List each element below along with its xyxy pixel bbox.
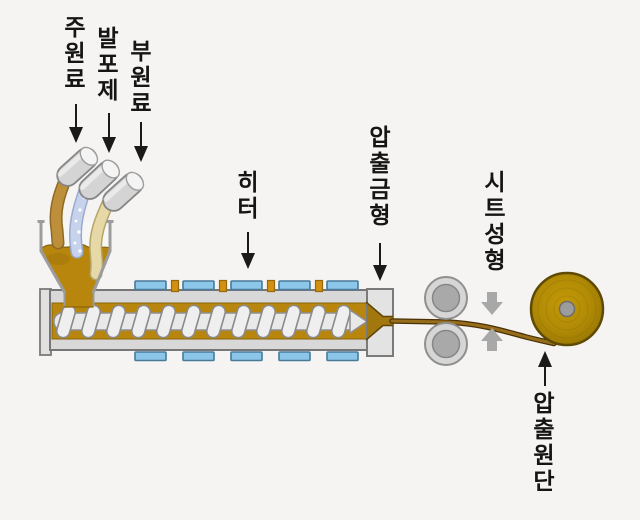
heater-spacer bbox=[218, 279, 228, 293]
heater-spacer bbox=[266, 279, 276, 293]
extruder-screw bbox=[53, 304, 369, 339]
feed-tube-foaming-agent bbox=[78, 159, 121, 200]
label-main-material: 주원료 bbox=[60, 15, 86, 93]
screw-flight bbox=[180, 304, 202, 339]
press-arrow-down-icon bbox=[481, 292, 503, 315]
label-auxiliary-material: 부원료 bbox=[126, 39, 152, 117]
screw-flight bbox=[155, 304, 177, 339]
die-melt-channel bbox=[367, 303, 393, 339]
bubble bbox=[78, 208, 82, 212]
extruded-sheet-path bbox=[389, 318, 557, 347]
screw-flight bbox=[330, 304, 352, 339]
press-arrow-up-icon bbox=[481, 328, 503, 351]
bubble bbox=[74, 219, 78, 223]
heater-block-top bbox=[182, 280, 215, 291]
bubble bbox=[73, 241, 77, 245]
screw-flight bbox=[80, 304, 102, 339]
heater-block-bottom bbox=[326, 351, 359, 362]
heater-block-bottom bbox=[182, 351, 215, 362]
label-sheet-forming: 시트성형 bbox=[480, 170, 506, 274]
roll-hub bbox=[558, 300, 576, 318]
fabric-roll bbox=[529, 271, 605, 347]
forming-roller-top bbox=[424, 276, 468, 320]
screw-flight bbox=[280, 304, 302, 339]
heater-block-top bbox=[134, 280, 167, 291]
label-extrusion-die: 압출금형 bbox=[365, 125, 391, 229]
bubble bbox=[78, 249, 82, 253]
screw-flight bbox=[105, 304, 127, 339]
melt-pool-shading bbox=[46, 253, 70, 265]
forming-roller-bottom bbox=[424, 322, 468, 366]
die-channel-edges bbox=[365, 301, 393, 341]
heater-block-top bbox=[326, 280, 359, 291]
screw-flight bbox=[230, 304, 252, 339]
screw-flight bbox=[130, 304, 152, 339]
label-heater: 히터 bbox=[233, 170, 259, 222]
screw-flight bbox=[205, 304, 227, 339]
bubble bbox=[77, 230, 81, 234]
heater-spacer bbox=[314, 279, 324, 293]
heater-block-bottom bbox=[134, 351, 167, 362]
screw-tip bbox=[349, 308, 369, 335]
hopper-walls bbox=[37, 220, 114, 306]
heater-block-top bbox=[278, 280, 311, 291]
hopper bbox=[37, 169, 116, 308]
stream-auxiliary-material bbox=[89, 194, 116, 281]
screw-flight bbox=[255, 304, 277, 339]
heater-block-top bbox=[230, 280, 263, 291]
feed-tube-main-material bbox=[56, 146, 99, 187]
label-foaming-agent: 발포제 bbox=[93, 26, 119, 104]
label-extruded-sheet: 압출원단 bbox=[529, 391, 555, 495]
heater-block-bottom bbox=[230, 351, 263, 362]
heater-block-bottom bbox=[278, 351, 311, 362]
heater-spacer bbox=[170, 279, 180, 293]
screw-flight bbox=[305, 304, 327, 339]
extrusion-die bbox=[365, 288, 394, 357]
heater-blocks bbox=[134, 279, 359, 362]
feed-tube-auxiliary-material bbox=[102, 171, 145, 212]
